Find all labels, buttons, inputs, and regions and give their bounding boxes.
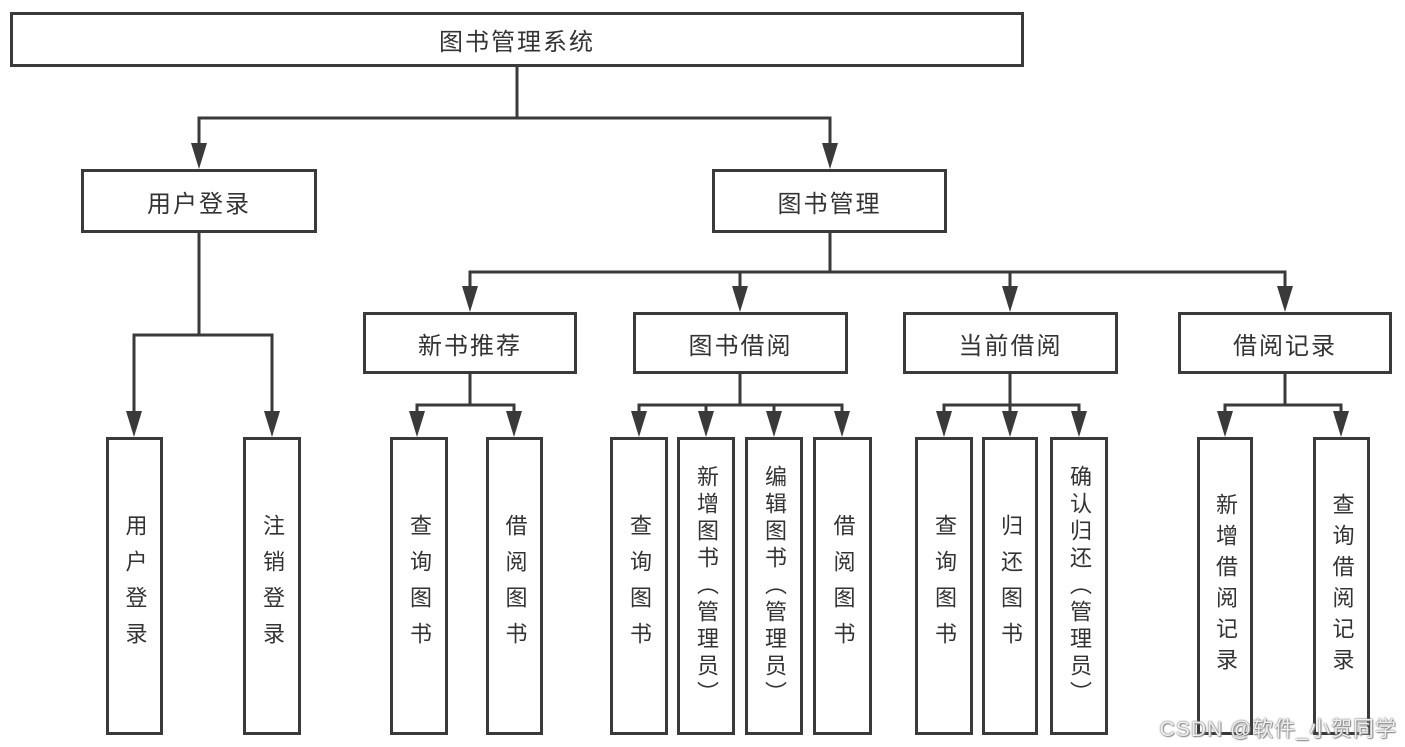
leaf-logout: 注销登录 — [243, 437, 301, 735]
leaf-user-login: 用户登录 — [106, 437, 163, 735]
node-label: 用户登录 — [147, 190, 251, 218]
leaf-label: 查询图书 — [932, 514, 957, 658]
arrowheads — [126, 143, 1349, 437]
leaf-label: 编辑图书（管理员） — [762, 464, 787, 708]
leaf-label: 查询图书 — [627, 514, 652, 658]
leaf-return-book: 归还图书 — [982, 437, 1038, 735]
leaf-confirm-return-admin: 确认归还（管理员） — [1050, 437, 1108, 735]
leaf-add-book-admin: 新增图书（管理员） — [677, 437, 735, 735]
node-label: 图书管理 — [777, 190, 882, 218]
leaf-add-borrow-record: 新增借阅记录 — [1197, 437, 1253, 735]
leaf-label: 借阅图书 — [502, 514, 528, 658]
node-borrowing-records: 借阅记录 — [1178, 312, 1392, 374]
leaf-label: 借阅图书 — [830, 514, 856, 658]
node-label: 新书推荐 — [418, 332, 522, 360]
node-label: 图书管理系统 — [439, 29, 595, 56]
leaf-query-books-recommend: 查询图书 — [390, 437, 448, 735]
node-library-management-system: 图书管理系统 — [10, 12, 1024, 67]
leaf-query-books-borrowing: 查询图书 — [610, 437, 668, 735]
leaf-label: 新增图书（管理员） — [694, 464, 719, 708]
leaf-label: 确认归还（管理员） — [1067, 464, 1092, 708]
node-book-borrowing: 图书借阅 — [633, 312, 848, 374]
leaf-label: 查询图书 — [407, 514, 432, 658]
node-current-borrowing: 当前借阅 — [903, 312, 1118, 374]
leaf-label: 用户登录 — [122, 514, 148, 658]
leaf-borrow-books-recommend: 借阅图书 — [486, 437, 543, 735]
leaf-label: 归还图书 — [998, 514, 1023, 658]
node-user-login: 用户登录 — [81, 169, 317, 233]
leaf-label: 查询借阅记录 — [1329, 493, 1355, 679]
node-label: 借阅记录 — [1233, 332, 1337, 360]
node-label: 图书借阅 — [688, 332, 793, 360]
leaf-edit-book-admin: 编辑图书（管理员） — [745, 437, 803, 735]
leaf-query-books-current: 查询图书 — [915, 437, 973, 735]
node-new-book-recommend: 新书推荐 — [363, 312, 577, 374]
csdn-watermark: CSDN @软件_小贺同学 — [1159, 718, 1397, 741]
node-book-management: 图书管理 — [712, 169, 947, 233]
leaf-borrow-books: 借阅图书 — [813, 437, 872, 735]
leaf-label: 注销登录 — [260, 514, 285, 658]
node-label: 当前借阅 — [958, 332, 1063, 360]
leaf-label: 新增借阅记录 — [1213, 493, 1238, 679]
leaf-query-borrow-record: 查询借阅记录 — [1313, 437, 1370, 735]
